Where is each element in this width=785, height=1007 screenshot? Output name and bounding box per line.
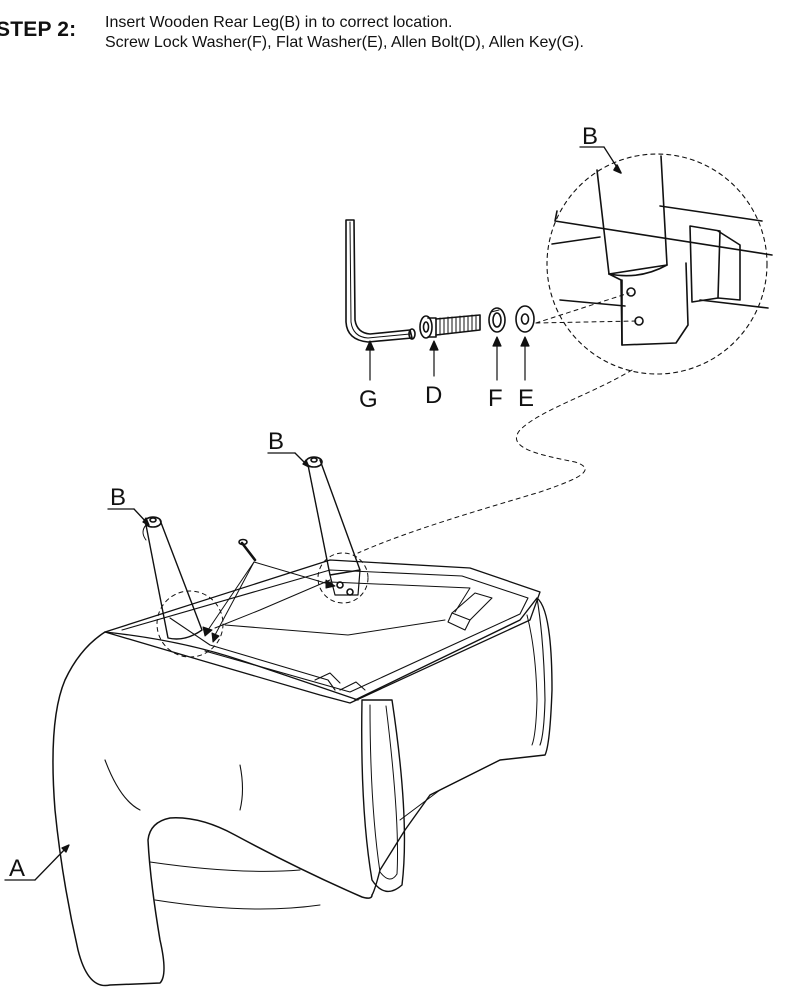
leg-left-circle: [156, 590, 224, 658]
instruction-header: STEP 2: Insert Wooden Rear Leg(B) in to …: [0, 12, 785, 72]
instruction-line-2: Screw Lock Washer(F), Flat Washer(E), Al…: [105, 34, 584, 51]
leg-right-circle: [317, 552, 369, 604]
leg-left: [142, 516, 224, 658]
label-leg-right: B: [268, 428, 284, 455]
label-allen-key: G: [359, 386, 378, 413]
leg-right: [305, 456, 369, 604]
hardware-arrows: [365, 336, 530, 381]
screw: [238, 538, 257, 562]
label-allen-bolt: D: [425, 382, 442, 409]
chair: [52, 559, 553, 987]
label-leg-left: B: [110, 484, 126, 511]
label-chair: A: [9, 855, 25, 882]
allen-key: [345, 219, 416, 343]
detail-hole-1: [626, 287, 636, 297]
screw-arrows: [202, 561, 336, 643]
detail-leg: [596, 155, 668, 275]
label-flat-washer: E: [518, 385, 534, 412]
detail-bracket: [689, 225, 721, 303]
detail-frame-top: [554, 210, 773, 256]
detail-view: [546, 146, 773, 375]
detail-connector: [357, 369, 633, 554]
lock-washer: [488, 307, 506, 333]
step-label: STEP 2:: [0, 18, 77, 41]
allen-bolt: [419, 314, 481, 339]
detail-circle: [546, 153, 768, 375]
label-lock-washer: F: [488, 385, 503, 412]
flat-washer: [515, 305, 535, 333]
detail-leg-block: [608, 262, 689, 346]
instruction-line-1: Insert Wooden Rear Leg(B) in to correct …: [105, 14, 453, 31]
label-detail-leg: B: [582, 123, 598, 150]
label-leaders: [4, 452, 310, 881]
